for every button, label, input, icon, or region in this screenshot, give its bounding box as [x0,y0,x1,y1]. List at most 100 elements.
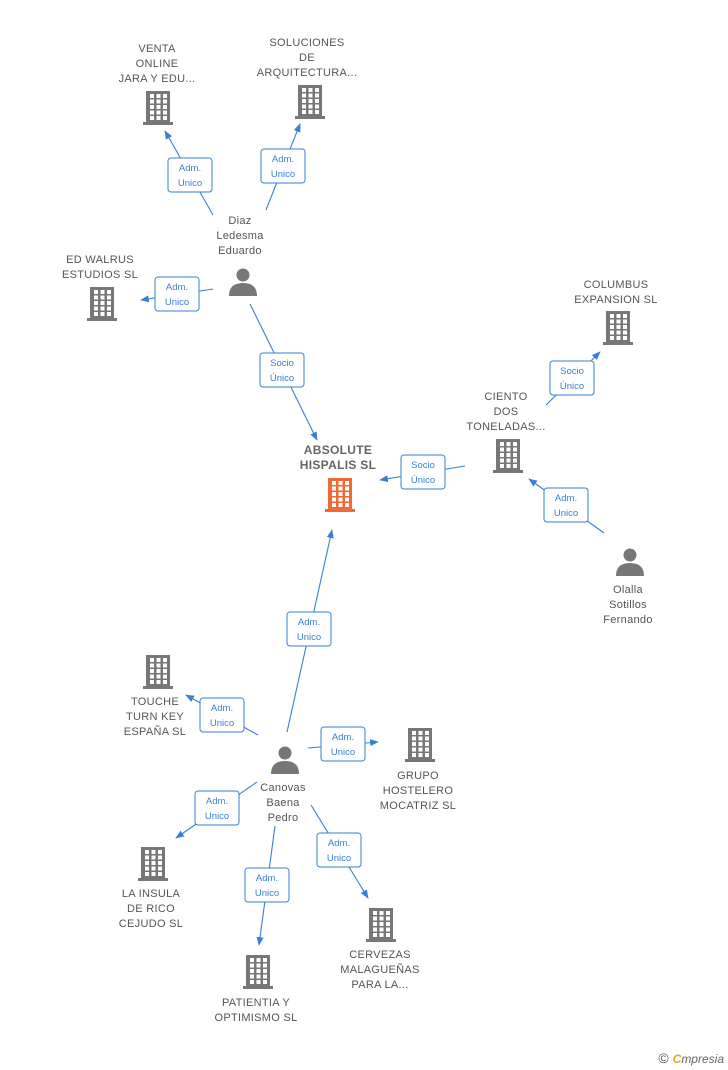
node-label: JARA Y EDU... [119,73,196,85]
edge-canovas-grupo: Adm. Unico [307,726,379,762]
node-label: CERVEZAS [349,949,411,961]
edge-label-text: Unico [205,811,229,822]
edge-label-text: Unico [165,297,189,308]
edge-canovas-touche: Adm. Unico [185,694,259,736]
node-label: DOS [494,406,519,418]
node-label: ABSOLUTE [304,443,372,457]
edge-label-box [259,352,305,388]
building-icon [405,728,435,762]
footer-brand: ©Cmpresia [658,1050,724,1066]
edge-label-text: Unico [327,853,351,864]
edge-label-box [194,790,240,826]
edge-canovas-cervezas: Adm. Unico [310,804,369,899]
edge-label-text: Único [411,475,435,486]
building-icon [243,955,273,989]
edge-label-text: Único [560,381,584,392]
person-icon [229,268,257,296]
edge-diaz-edwalrus: Adm. Unico [140,276,214,312]
node-cervezas[interactable]: CERVEZAS MALAGUEÑAS PARA LA... [340,908,419,991]
edge-diaz-soluciones: Adm. Unico [260,123,306,211]
node-label: TOUCHE [131,696,179,708]
edge-label-text: Unico [297,632,321,643]
node-label: VENTA [138,43,176,55]
building-icon [325,478,355,512]
edge-label-text: Unico [210,718,234,729]
node-label: MOCATRIZ SL [380,800,456,812]
node-label: PATIENTIA Y [222,997,290,1009]
edge-label-text: Unico [554,508,578,519]
edge-label-text: Unico [178,178,202,189]
node-label: ESPAÑA SL [124,725,186,738]
edge-canovas-patientia: Adm. Unico [244,825,290,946]
building-icon [295,85,325,119]
edge-label-text: Único [270,373,294,384]
node-label: MALAGUEÑAS [340,963,419,976]
node-label: Ledesma [216,230,264,242]
edge-diaz-venta: Adm. Unico [164,130,214,216]
node-soluciones[interactable]: SOLUCIONES DE ARQUITECTURA... [257,37,357,119]
building-icon [143,655,173,689]
node-venta[interactable]: VENTA ONLINE JARA Y EDU... [119,43,196,125]
node-label: ONLINE [136,58,179,70]
edge-label-box [400,454,446,490]
node-label: Olalla [613,584,644,596]
node-label: Canovas [260,782,306,794]
edge-label-box [244,867,290,903]
node-label: GRUPO [397,770,439,782]
edge-label-text: Adm. [332,732,354,743]
edge-label-box [286,611,332,647]
edge-label-text: Adm. [179,163,201,174]
edge-label-text: Unico [331,747,355,758]
node-label: ESTUDIOS SL [62,269,138,281]
node-label: DE RICO [127,903,175,915]
building-icon [143,91,173,125]
building-icon [87,287,117,321]
node-label: ED WALRUS [66,254,134,266]
edge-label-text: Socio [560,366,584,377]
node-label: Pedro [268,812,299,824]
node-patientia[interactable]: PATIENTIA Y OPTIMISMO SL [214,955,297,1024]
node-label: PARA LA... [351,979,408,991]
edge-label-box [167,157,213,193]
node-label: ARQUITECTURA... [257,67,357,79]
edge-label-text: Unico [271,169,295,180]
edge-label-text: Unico [255,888,279,899]
edge-label-text: Adm. [272,154,294,165]
node-label: EXPANSION SL [574,294,657,306]
edge-label-box [199,697,245,733]
person-icon [616,548,644,576]
node-ciento[interactable]: CIENTODOSTONELADAS... [466,391,545,473]
node-label: CEJUDO SL [119,918,183,930]
edge-label-box [260,148,306,184]
node-label: SOLUCIONES [269,37,344,49]
node-label: Fernando [603,614,653,626]
node-label: OPTIMISMO SL [214,1012,297,1024]
building-icon [138,847,168,881]
edge-label-text: Adm. [166,282,188,293]
edge-label-text: Socio [411,460,435,471]
edge-label-text: Adm. [211,703,233,714]
node-label: Baena [266,797,300,809]
person-icon [271,746,299,774]
building-icon [366,908,396,942]
node-label: DE [299,52,315,64]
brand-initial: C [672,1052,682,1066]
edge-label-box [543,487,589,523]
node-edwalrus[interactable]: ED WALRUS ESTUDIOS SL [62,254,138,321]
edge-label-text: Adm. [256,873,278,884]
node-label: TONELADAS... [466,421,545,433]
brand-name: mpresia [681,1052,724,1066]
node-label: Diaz [228,215,251,227]
edge-label-text: Adm. [328,838,350,849]
